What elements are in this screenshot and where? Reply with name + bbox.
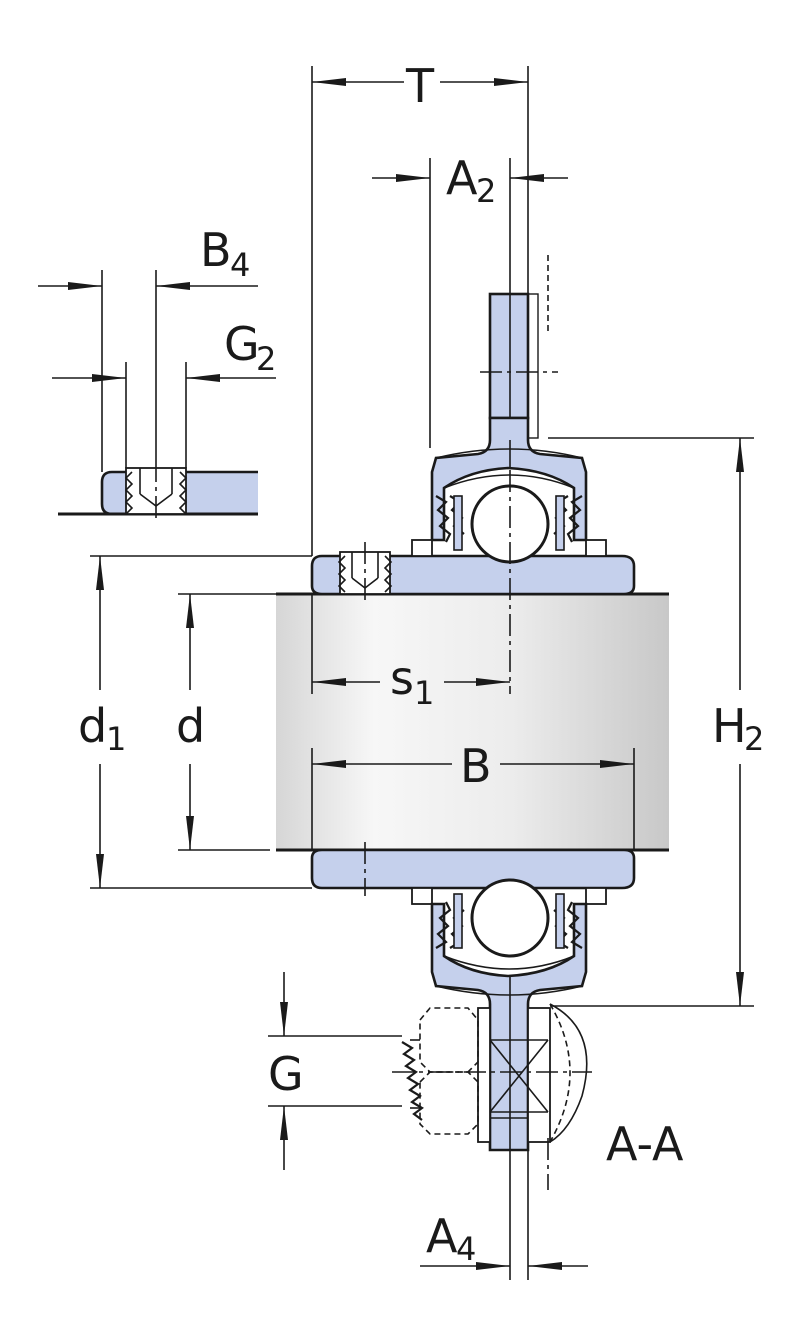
- set-screw-upper: [337, 542, 393, 600]
- dimension-H2: [548, 437, 754, 1007]
- label-G2-main: G: [224, 317, 260, 371]
- dimension-d1: [90, 555, 312, 889]
- ball-upper: [470, 470, 550, 694]
- seal-right-lower: [553, 893, 583, 949]
- label-A2-sub: 2: [476, 172, 496, 210]
- housing-flange-upper: [480, 255, 558, 439]
- detail-set-screw-view: [58, 460, 258, 520]
- label-A4-main: A: [426, 1209, 458, 1263]
- dimension-s1: [311, 594, 510, 694]
- label-T: T: [405, 59, 435, 113]
- dimension-G: [268, 972, 402, 1170]
- seal-left-lower: [435, 893, 465, 949]
- bolt-assembly: [392, 1003, 592, 1190]
- housing-upper: [411, 416, 607, 557]
- label-A4: A 4: [426, 1209, 476, 1268]
- dimension-d: [178, 593, 276, 851]
- label-G2: G 2: [224, 317, 276, 378]
- label-d1-sub: 1: [106, 720, 126, 758]
- dimension-A2: [372, 158, 568, 448]
- inner-ring-upper: [310, 554, 636, 596]
- label-H2-main: H: [712, 699, 747, 753]
- label-H2: H 2: [712, 699, 764, 758]
- label-s1-sub: 1: [414, 674, 434, 712]
- dimension-G2: [52, 362, 276, 468]
- dimension-B4: [38, 270, 258, 472]
- dimension-B: [311, 748, 635, 850]
- housing-lower: [411, 887, 607, 1152]
- label-A2: A 2: [446, 151, 496, 210]
- label-B4-main: B: [200, 223, 232, 277]
- label-d1: d 1: [78, 699, 126, 758]
- dimension-A4: [420, 1150, 588, 1280]
- seal-right-upper: [553, 495, 583, 551]
- label-G: G: [268, 1047, 304, 1101]
- label-d: d: [176, 699, 205, 753]
- label-G2-sub: 2: [256, 340, 276, 378]
- label-B4: B 4: [200, 223, 250, 284]
- shaft: [276, 592, 669, 852]
- label-H2-sub: 2: [744, 720, 764, 758]
- label-s1-main: s: [390, 651, 414, 705]
- seal-left-upper: [435, 495, 465, 551]
- label-d1-main: d: [78, 699, 107, 753]
- label-s1: s 1: [390, 651, 434, 712]
- label-section-A-A: A-A: [606, 1117, 684, 1171]
- ball-lower: [470, 878, 550, 958]
- label-A4-sub: 4: [456, 1230, 476, 1268]
- label-A2-main: A: [446, 151, 478, 205]
- inner-ring-lower: [310, 842, 636, 896]
- label-B4-sub: 4: [230, 246, 250, 284]
- label-B: B: [460, 739, 492, 793]
